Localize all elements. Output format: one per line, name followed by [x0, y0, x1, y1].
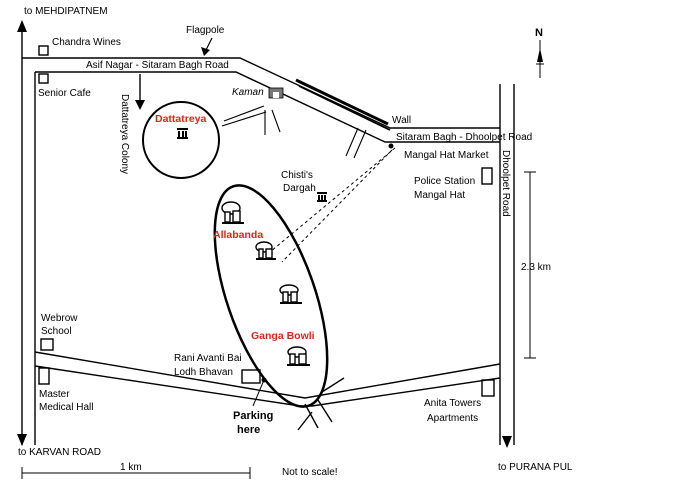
monument-icon [177, 128, 188, 139]
label-flagpole: Flagpole [186, 25, 225, 36]
bottom-road [34, 351, 501, 431]
label-anita-towers-1: Anita Towers [424, 398, 481, 409]
label-scale-1km: 1 km [120, 462, 142, 473]
label-chandra-wines: Chandra Wines [52, 37, 121, 48]
label-anita-towers-2: Apartments [427, 413, 478, 424]
label-rani-avanti-1: Rani Avanti Bai [174, 353, 242, 364]
arrow-down-icon [17, 434, 27, 446]
dotted-path [269, 147, 396, 263]
label-chistis-2: Dargah [283, 183, 316, 194]
kaman-arch-icon [268, 87, 284, 99]
label-master-medical-2: Medical Hall [39, 402, 93, 413]
flagpole-arrow [201, 37, 213, 56]
scale-bar [21, 467, 251, 479]
label-north: N [535, 27, 543, 39]
mangal-hat-dot-icon [388, 143, 394, 149]
dattatreya-circle [142, 101, 220, 179]
label-chistis-1: Chisti's [281, 170, 313, 181]
label-kaman: Kaman [232, 87, 264, 98]
webrow-school-square-icon [40, 338, 54, 351]
label-to-mehdipatnem: to MEHDIPATNEM [24, 6, 108, 17]
arrow-down-icon [502, 436, 512, 448]
label-distance-2-3km: 2.3 km [521, 262, 551, 273]
label-dattatreya-colony: Dattatreya Colony [119, 94, 130, 174]
wall [295, 78, 391, 131]
left-main-road [17, 20, 36, 446]
north-arrow-icon [536, 40, 544, 78]
boulder-icon [287, 346, 310, 366]
label-not-to-scale: Not to scale! [282, 467, 338, 478]
label-police-station-2: Mangal Hat [414, 190, 465, 201]
label-rani-avanti-2: Lodh Bhavan [174, 367, 233, 378]
chandra-wines-square-icon [38, 45, 49, 56]
master-medical-square-icon [38, 367, 50, 385]
rani-avanti-square-icon [241, 369, 261, 384]
label-ganga-bowli: Ganga Bowli [251, 330, 315, 342]
parking-leader [252, 379, 265, 407]
label-dhoolpet-road: Dhoolpet Road [500, 150, 511, 217]
allabanda-ellipse [213, 184, 329, 408]
police-station-square-icon [481, 167, 493, 185]
kaman-lanes [221, 105, 367, 159]
label-parking-1: Parking [233, 410, 273, 422]
label-mangal-hat-market: Mangal Hat Market [404, 150, 489, 161]
label-parking-2: here [237, 424, 260, 436]
label-allabanda: Allabanda [213, 229, 263, 241]
dattatreya-colony-arrow [135, 74, 145, 110]
boulder-icon [255, 241, 276, 260]
label-wall: Wall [392, 115, 411, 126]
senior-cafe-square-icon [38, 73, 49, 84]
label-sitaram-dhoolpet-road: Sitaram Bagh - Dhoolpet Road [396, 132, 532, 143]
label-to-karvan-road: to KARVAN ROAD [18, 447, 101, 458]
boulder-icon [221, 201, 244, 224]
dhoolpet-road [499, 84, 515, 448]
label-webrow-1: Webrow [41, 313, 78, 324]
label-asif-nagar-road: Asif Nagar - Sitaram Bagh Road [86, 60, 229, 71]
arrow-up-icon [17, 20, 27, 32]
boulder-icon [279, 284, 302, 304]
label-police-station-1: Police Station [414, 176, 475, 187]
label-senior-cafe: Senior Cafe [38, 88, 91, 99]
label-to-purana-pul: to PURANA PUL [498, 462, 573, 473]
label-webrow-2: School [41, 326, 72, 337]
vertical-scale-bar [524, 171, 536, 359]
monument-icon [317, 192, 327, 202]
anita-towers-square-icon [481, 379, 495, 397]
label-master-medical-1: Master [39, 389, 70, 400]
label-dattatreya: Dattatreya [155, 113, 207, 125]
